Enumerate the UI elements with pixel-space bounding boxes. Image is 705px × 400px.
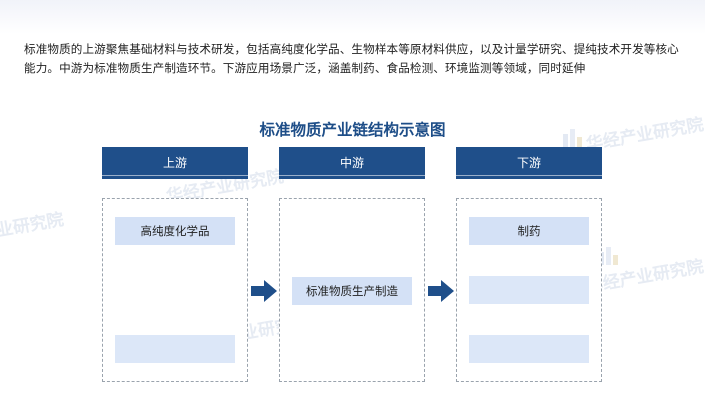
- stage-header-downstream: 下游: [456, 147, 602, 179]
- stage-box-midstream: 标准物质生产制造: [279, 198, 425, 382]
- stage-item: [469, 335, 589, 363]
- stage-header-upstream: 上游: [102, 147, 248, 179]
- stage-header-midstream: 中游: [279, 147, 425, 179]
- diagram-title: 标准物质产业链结构示意图: [259, 121, 446, 139]
- stage-box-upstream: 高纯度化学品: [102, 198, 248, 382]
- stage-box-downstream: 制药: [456, 198, 602, 382]
- stage-item: 标准物质生产制造: [292, 277, 412, 305]
- stage-item: 制药: [469, 217, 589, 245]
- stage-item: 高纯度化学品: [115, 217, 235, 245]
- intro-paragraph: 标准物质的上游聚焦基础材料与技术研发，包括高纯度化学品、生物样本等原材料供应，以…: [24, 42, 679, 75]
- flow-arrow-icon: [251, 280, 277, 302]
- top-band: [0, 0, 705, 34]
- flow-arrow-icon: [428, 280, 454, 302]
- watermark-text: 华经产业研究院: [0, 209, 66, 251]
- stage-item: [469, 276, 589, 304]
- stage-item: [115, 335, 235, 363]
